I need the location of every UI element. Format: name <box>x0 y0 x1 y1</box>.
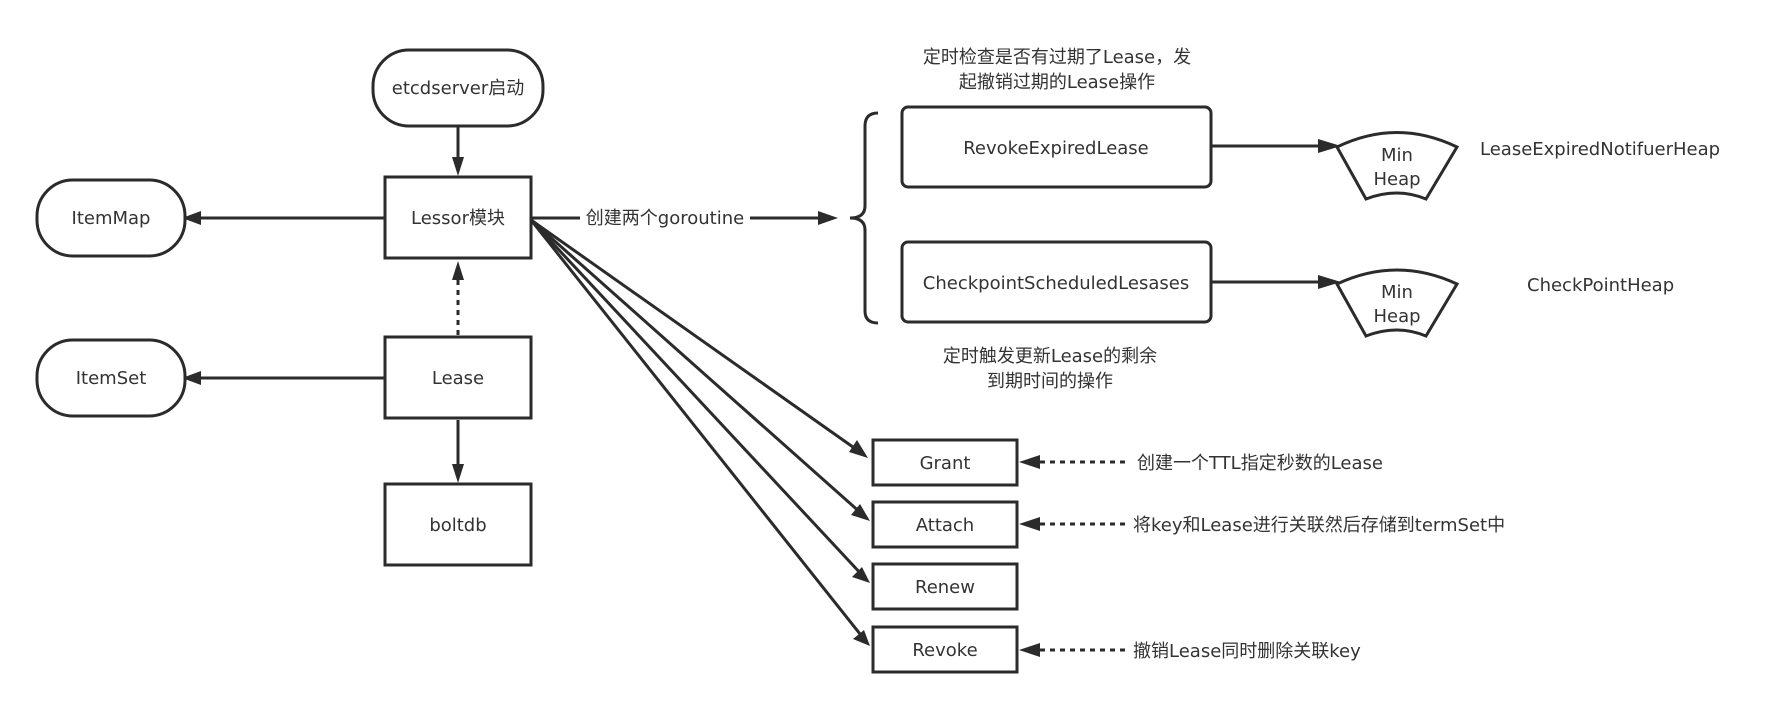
node-checkpoint-scheduled-leases[interactable]: CheckpointScheduledLesases <box>900 240 1213 324</box>
edge-lease-to-lessor-dashed <box>452 261 464 335</box>
node-itemmap[interactable]: ItemMap <box>35 178 187 258</box>
node-boltdb-label: boltdb <box>429 515 486 536</box>
note-checkpoint-line2: 到期时间的操作 <box>987 371 1113 392</box>
node-etcdserver[interactable]: etcdserver启动 <box>371 48 545 128</box>
node-itemset-label: ItemSet <box>76 368 147 389</box>
note-heap1-name: LeaseExpiredNotifuerHeap <box>1480 139 1720 160</box>
edge-lessor-to-itemmap <box>182 211 385 225</box>
node-grant-label: Grant <box>920 453 971 474</box>
node-revoke-expired-lease-label: RevokeExpiredLease <box>963 138 1149 159</box>
node-lease-label: Lease <box>432 368 484 389</box>
node-revoke[interactable]: Revoke <box>871 625 1019 674</box>
node-lessor-label: Lessor模块 <box>411 208 505 229</box>
node-renew-label: Renew <box>915 577 975 598</box>
edge-etcdserver-to-lessor <box>452 124 464 176</box>
node-etcdserver-label: etcdserver启动 <box>392 78 524 99</box>
node-lease[interactable]: Lease <box>383 335 533 420</box>
note-revoke-desc: 撤销Lease同时删除关联key <box>1133 641 1361 662</box>
node-grant[interactable]: Grant <box>871 438 1019 487</box>
edge-lessor-to-goroutines <box>531 211 838 225</box>
min-heap-1-line2: Heap <box>1373 169 1420 190</box>
node-attach-label: Attach <box>916 515 974 536</box>
node-itemset[interactable]: ItemSet <box>35 338 187 418</box>
edge-lease-to-itemset <box>182 371 385 385</box>
note-revoke-expired-line2: 起撤销过期的Lease操作 <box>959 72 1155 93</box>
edge-checkpoint-to-heap2 <box>1211 275 1341 289</box>
edge-note-to-revoke <box>1019 643 1125 657</box>
edge-note-to-grant <box>1019 455 1125 469</box>
edge-note-to-attach <box>1019 517 1125 531</box>
min-heap-1-line1: Min <box>1381 145 1413 166</box>
edge-lessor-to-attach <box>530 218 870 521</box>
note-attach-desc: 将key和Lease进行关联然后存储到termSet中 <box>1133 515 1505 536</box>
edge-lessor-to-revoke <box>529 219 870 646</box>
note-heap2-name: CheckPointHeap <box>1527 275 1674 296</box>
edge-revoke-expired-to-heap1 <box>1211 139 1341 153</box>
min-heap-2-line2: Heap <box>1373 306 1420 327</box>
note-grant-desc: 创建一个TTL指定秒数的Lease <box>1137 453 1383 474</box>
node-revoke-label: Revoke <box>912 640 977 661</box>
node-boltdb[interactable]: boltdb <box>383 482 533 567</box>
node-revoke-expired-lease[interactable]: RevokeExpiredLease <box>900 105 1213 189</box>
node-min-heap-1[interactable]: Min Heap <box>1334 131 1460 201</box>
node-checkpoint-scheduled-leases-label: CheckpointScheduledLesases <box>923 273 1189 294</box>
node-min-heap-2[interactable]: Min Heap <box>1334 268 1460 338</box>
node-lessor[interactable]: Lessor模块 <box>383 175 533 260</box>
node-itemmap-label: ItemMap <box>72 208 151 229</box>
edge-lessor-to-grant <box>530 218 868 458</box>
edge-lessor-to-renew <box>529 218 870 583</box>
node-attach[interactable]: Attach <box>871 500 1019 549</box>
note-checkpoint-line1: 定时触发更新Lease的剩余 <box>943 346 1157 367</box>
edge-label-goroutine: 创建两个goroutine <box>586 208 744 229</box>
edge-lease-to-boltdb <box>452 420 464 483</box>
min-heap-2-line1: Min <box>1381 282 1413 303</box>
node-renew[interactable]: Renew <box>871 562 1019 611</box>
curly-brace <box>849 111 879 325</box>
note-revoke-expired-line1: 定时检查是否有过期了Lease，发 <box>923 47 1191 68</box>
